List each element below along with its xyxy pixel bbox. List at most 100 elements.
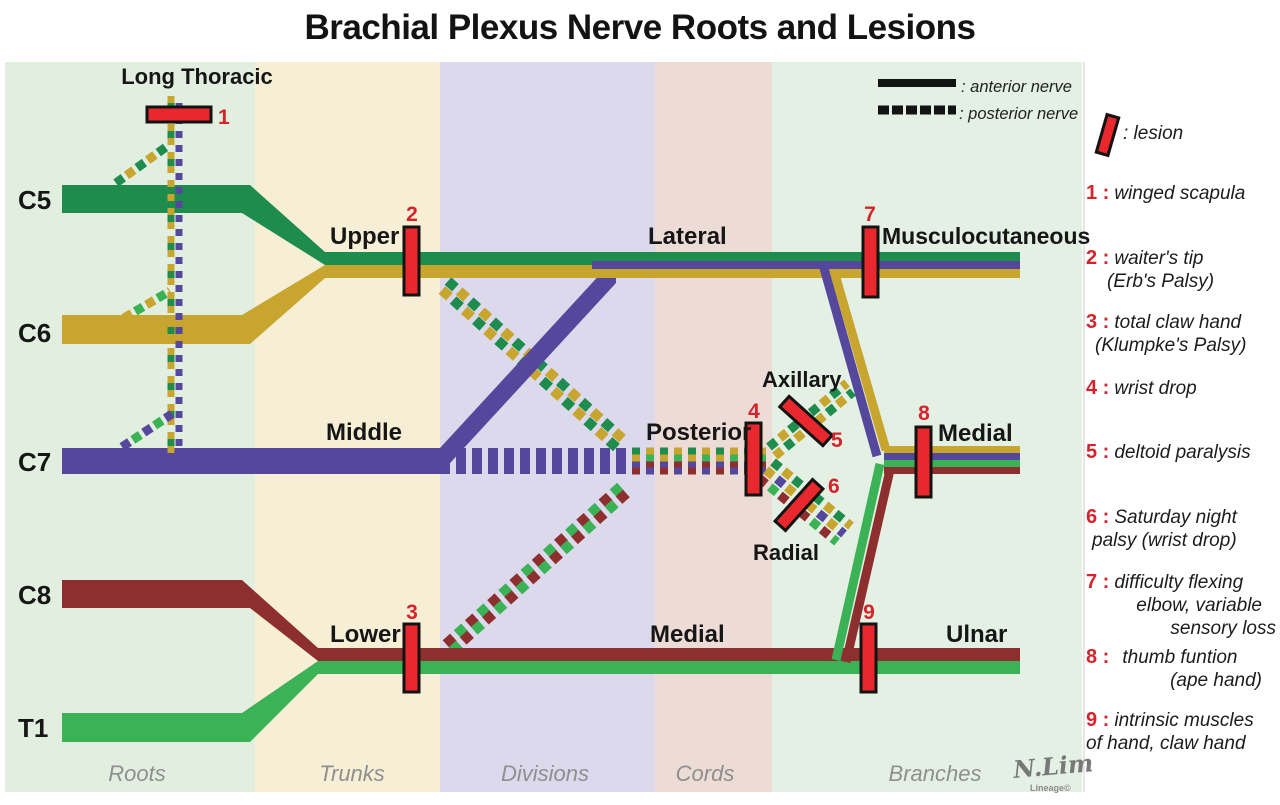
legend-text-3: total claw hand <box>1114 312 1242 333</box>
middle-trunk-label: Middle <box>326 419 402 446</box>
lower-trunk-label: Lower <box>330 621 401 648</box>
c7-root-band <box>62 448 440 474</box>
legend-text-5: deltoid paralysis <box>1114 442 1251 463</box>
stage-cords-label: Cords <box>676 761 735 786</box>
c5-long-thoracic-stub <box>113 143 169 187</box>
legend-text-7b: elbow, variable <box>1136 595 1262 616</box>
legend-num-9: 9 : <box>1086 709 1110 731</box>
lesion-4-number: 4 <box>748 400 760 423</box>
lesion-3-number: 3 <box>406 601 418 624</box>
medial-cord-label: Medial <box>650 621 725 648</box>
legend-entry-4: 4 :wrist drop <box>1086 377 1278 400</box>
legend-entry-2: 2 :waiter's tip (Erb's Palsy) <box>1086 247 1278 293</box>
legend-entry-8: 8 : thumb funtion (ape hand) <box>1086 646 1278 692</box>
c8-label: C8 <box>18 580 51 610</box>
legend-num-2: 2 : <box>1086 247 1110 269</box>
musculocutaneous-label: Musculocutaneous <box>882 223 1090 249</box>
stage-roots-label: Roots <box>108 761 165 786</box>
legend-text-6b: palsy (wrist drop) <box>1092 530 1237 551</box>
legend-entry-9: 9 :intrinsic muscles of hand, claw hand <box>1086 709 1278 755</box>
median-nerve-band <box>884 446 1020 474</box>
lesion-3-bar <box>402 622 421 694</box>
upper-trunk-posterior-division <box>438 277 627 452</box>
stage-trunks-label: Trunks <box>319 761 385 786</box>
lower-trunk-medial-cord-darkred <box>318 648 1020 661</box>
artist-signature: N.Lim <box>1011 748 1094 784</box>
lesion-5-number: 5 <box>831 429 843 452</box>
upper-trunk-label: Upper <box>330 223 399 250</box>
t1-root-band <box>62 661 318 742</box>
long-thoracic-nerve <box>113 96 183 455</box>
legend-text-4: wrist drop <box>1114 378 1197 399</box>
legend-num-3: 3 : <box>1086 311 1110 333</box>
legend-num-4: 4 : <box>1086 377 1110 399</box>
c7-long-thoracic-stub <box>119 410 175 451</box>
stage-labels: Roots Trunks Divisions Cords Branches N.… <box>108 748 1094 793</box>
stage-divisions-label: Divisions <box>501 761 589 786</box>
posterior-cord-label: Posterior <box>646 419 751 446</box>
medial-to-median-darkred <box>841 468 895 664</box>
axillary-label: Axillary <box>762 367 842 392</box>
c6-label: C6 <box>18 318 51 348</box>
lesion-1-number: 1 <box>218 106 230 129</box>
legend-num-7: 7 : <box>1086 571 1110 593</box>
legend-text-2: waiter's tip <box>1114 248 1204 269</box>
legend-text-8b: (ape hand) <box>1170 670 1262 691</box>
t1-label: T1 <box>18 713 48 743</box>
legend-text-6: Saturday night <box>1114 507 1237 528</box>
middle-trunk-anterior-division <box>440 257 616 474</box>
posterior-divisions <box>438 277 856 655</box>
radial-nerve <box>756 458 854 546</box>
lateral-cord-label: Lateral <box>648 223 727 250</box>
lesion-5-bar <box>777 394 835 448</box>
legend-text-2b: (Erb's Palsy) <box>1107 271 1215 292</box>
c8-root-band <box>62 580 318 661</box>
lesion-6-number: 6 <box>828 475 840 498</box>
legend-num-1: 1 : <box>1086 182 1110 204</box>
legend-text-3b: (Klumpke's Palsy) <box>1095 335 1247 356</box>
posterior-nerve-label: : posterior nerve <box>959 105 1078 123</box>
c5-root-band <box>62 185 325 265</box>
lower-trunk-medial-cord-green <box>318 661 1020 674</box>
legend-text-8: thumb funtion <box>1122 647 1238 668</box>
structure-labels: C5 C6 C7 C8 T1 Long Thoracic Upper Middl… <box>18 64 1090 743</box>
anterior-nerve-label: : anterior nerve <box>961 78 1072 96</box>
lesion-1-bar <box>145 105 213 124</box>
lesion-9-number: 9 <box>863 601 875 624</box>
legend-entry-7: 7 :difficulty flexing elbow, variable se… <box>1086 571 1278 640</box>
lateral-cord-purple-stripe <box>592 261 1020 269</box>
medial-to-median-green <box>831 463 885 661</box>
lesion-glyph-label: : lesion <box>1123 123 1184 144</box>
lesion-9-bar <box>859 622 878 694</box>
c7-label: C7 <box>18 447 51 477</box>
lesion-8-number: 8 <box>918 402 930 425</box>
lesion-2-bar <box>402 225 421 297</box>
axillary-nerve <box>766 379 856 460</box>
legend-text-7: difficulty flexing <box>1114 572 1244 593</box>
nerve-type-legend: : anterior nerve : posterior nerve <box>878 78 1078 123</box>
artist-signature-sub: Lineage© <box>1030 783 1071 793</box>
legend-text-9: intrinsic muscles <box>1114 710 1254 731</box>
anterior-bands <box>62 185 1020 742</box>
lesion-markers: 1 2 3 4 5 6 7 8 9 <box>145 105 933 694</box>
roots-column-bg <box>5 62 255 792</box>
c6-root-band <box>62 265 325 344</box>
lateral-to-median-gold <box>829 269 891 452</box>
legend-num-8: 8 : <box>1086 646 1110 668</box>
anterior-nerve-swatch <box>878 79 956 87</box>
lesion-2-number: 2 <box>406 203 418 226</box>
stage-branches-label: Branches <box>889 761 982 786</box>
legend-entry-6: 6 :Saturday night palsy (wrist drop) <box>1086 506 1278 552</box>
long-thoracic-label: Long Thoracic <box>121 64 273 89</box>
legend-text-7c: sensory loss <box>1170 618 1276 639</box>
radial-label: Radial <box>753 540 819 565</box>
c6-long-thoracic-stub <box>121 287 173 322</box>
legend-text-1: winged scapula <box>1114 183 1246 204</box>
legend-num-5: 5 : <box>1086 441 1110 463</box>
lower-trunk-posterior-division <box>442 482 631 655</box>
legend-num-6: 6 : <box>1086 506 1110 528</box>
lesion-6-bar <box>772 477 826 533</box>
legend-entry-3: 3 :total claw hand (Klumpke's Palsy) <box>1086 311 1278 357</box>
